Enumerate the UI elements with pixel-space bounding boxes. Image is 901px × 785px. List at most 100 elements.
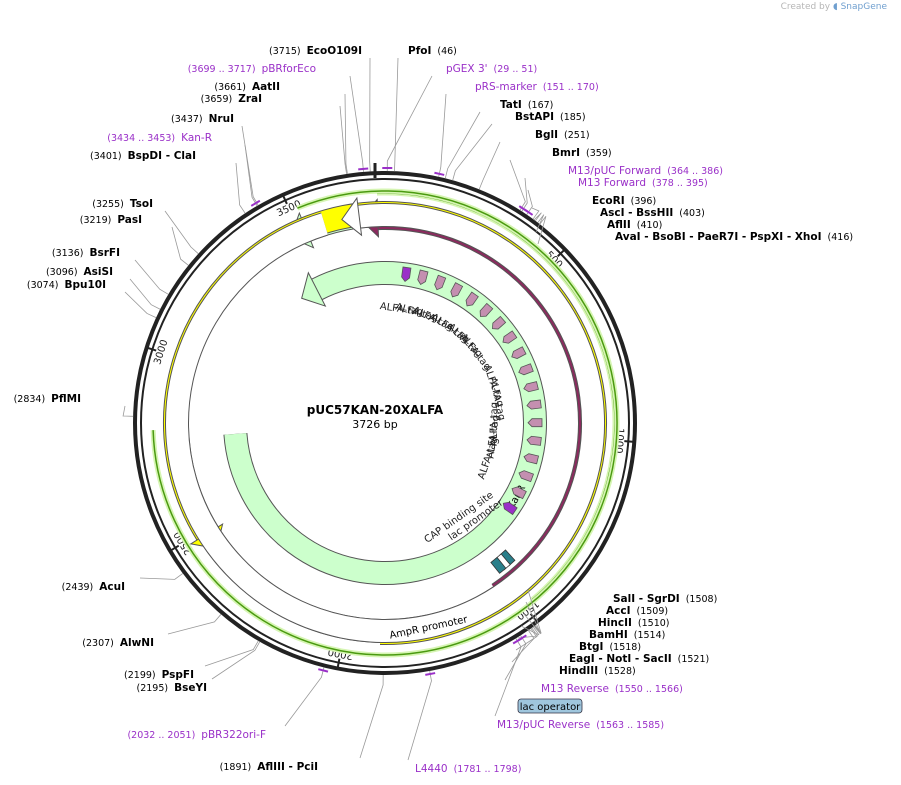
leader-line-sites_right-16 bbox=[520, 625, 540, 636]
site-coords: (396) bbox=[631, 196, 657, 207]
site-label-sites_right-15: HincII(1510) bbox=[598, 617, 670, 629]
tick-mark-2000 bbox=[336, 658, 341, 669]
leader-line-sites_right-19 bbox=[511, 630, 535, 663]
site-name: AccI bbox=[606, 605, 630, 617]
leader-line-sites_right-9 bbox=[531, 207, 540, 220]
site-coords: (29 .. 51) bbox=[494, 64, 538, 75]
site-label-layer: EcoO109I(3715)pBRforEco(3699 .. 3717)Aat… bbox=[14, 45, 854, 775]
site-coords: (2307) bbox=[82, 638, 114, 649]
primer-mark-sites_right-2 bbox=[434, 171, 445, 176]
site-label-sites_right-1: pGEX 3'(29 .. 51) bbox=[446, 63, 537, 75]
site-name: EcoRI bbox=[592, 195, 625, 207]
site-label-sites_left-9: BsrFI(3136) bbox=[52, 247, 120, 259]
leader-line-sites_left-17 bbox=[284, 667, 325, 727]
leader-line-sites_left-16 bbox=[211, 641, 261, 680]
site-coords: (1514) bbox=[634, 630, 666, 641]
site-coords: (3401) bbox=[90, 151, 122, 162]
site-coords: (3715) bbox=[269, 46, 301, 57]
alfa-tag-label-10: ALFA-tag bbox=[476, 436, 501, 481]
site-label-sites_right-10: AscI - BssHII(403) bbox=[600, 207, 705, 219]
lac-operator-box bbox=[517, 698, 583, 714]
leader-line-sites_left-15 bbox=[204, 640, 259, 667]
lac-operator-badge: lac operator bbox=[517, 698, 583, 714]
leader-line-sites_right-2 bbox=[438, 93, 447, 177]
site-name: Bpu10I bbox=[64, 279, 106, 291]
site-name: PflMI bbox=[51, 393, 81, 405]
site-coords: (1563 .. 1585) bbox=[596, 720, 664, 731]
site-label-sites_right-12: AvaI - BsoBI - PaeR7I - PspXI - XhoI(416… bbox=[615, 231, 853, 243]
site-label-sites_right-19: HindIII(1528) bbox=[559, 665, 636, 677]
site-name: L4440 bbox=[415, 763, 448, 775]
leader-line-sites_right-15 bbox=[523, 613, 541, 635]
primer-mark-sites_right-22 bbox=[425, 672, 436, 676]
site-label-sites_right-6: BmrI (359) bbox=[552, 147, 612, 159]
site-name: AflIII - PciI bbox=[257, 761, 318, 773]
lac-operator-label: lac operator bbox=[520, 702, 581, 713]
leader-line-sites_right-21 bbox=[494, 638, 522, 717]
site-name: PfoI bbox=[408, 45, 431, 57]
leader-line-sites_right-18 bbox=[515, 628, 538, 651]
alfa-tag-marker-17 bbox=[502, 501, 518, 516]
leader-line-sites_left-7 bbox=[164, 210, 199, 255]
site-coords: (1550 .. 1566) bbox=[615, 684, 683, 695]
site-coords: (2834) bbox=[14, 394, 46, 405]
alfa-tag-marker-10 bbox=[523, 381, 539, 393]
site-name: BglI bbox=[535, 129, 558, 141]
site-label-sites_right-16: BamHI(1514) bbox=[589, 629, 665, 641]
primer-mark-sites_right-21 bbox=[512, 637, 523, 645]
site-name: pRS-marker bbox=[475, 81, 538, 93]
site-name: BseYI bbox=[174, 682, 207, 694]
site-label-sites_right-17: BtgI(1518) bbox=[579, 641, 641, 653]
site-name: AcuI bbox=[99, 581, 125, 593]
alfa-tag-marker-3 bbox=[450, 282, 464, 298]
credit-brand: SnapGene bbox=[840, 2, 887, 12]
site-label-sites_right-21: M13/pUC Reverse(1563 .. 1585) bbox=[497, 719, 664, 731]
site-name: BmrI bbox=[552, 147, 580, 159]
leader-line-sites_left-2 bbox=[344, 93, 348, 174]
site-name: pBRforEco bbox=[262, 63, 316, 75]
backbone-outer-ring bbox=[133, 171, 637, 675]
site-name: PasI bbox=[117, 214, 142, 226]
site-name: AvaI - BsoBI - PaeR7I - PspXI - XhoI bbox=[615, 231, 822, 243]
leader-line-sites_left-8 bbox=[171, 226, 189, 266]
site-coords: (3434 .. 3453) bbox=[107, 133, 175, 144]
site-label-sites_left-15: PspFI(2199) bbox=[124, 669, 194, 681]
site-name: AatII bbox=[252, 81, 280, 93]
site-coords: (3699 .. 3717) bbox=[188, 64, 256, 75]
site-label-sites_right-9: EcoRI (396) bbox=[592, 195, 656, 207]
site-name: pBR322ori-F bbox=[201, 729, 266, 741]
site-coords: (151 .. 170) bbox=[543, 82, 599, 93]
site-label-sites_right-5: BglI(251) bbox=[535, 129, 590, 141]
site-label-sites_right-13: SalI - SgrDI(1508) bbox=[613, 593, 717, 605]
leader-line-sites_left-1 bbox=[349, 75, 364, 172]
plasmid-center-label: pUC57KAN-20XALFA 3726 bp bbox=[307, 403, 444, 431]
feature-arrowhead-4 bbox=[341, 196, 363, 237]
credit-prefix: Created by bbox=[780, 2, 831, 12]
site-coords: (359) bbox=[586, 148, 612, 159]
site-coords: (46) bbox=[437, 46, 457, 57]
site-name: AsiSI bbox=[84, 266, 113, 278]
backbone-inner-ring bbox=[140, 178, 630, 668]
plasmid-name: pUC57KAN-20XALFA bbox=[307, 403, 444, 417]
site-coords: (1521) bbox=[678, 654, 710, 665]
leader-line-sites_right-0 bbox=[394, 57, 399, 172]
leader-line-sites_left-4 bbox=[241, 125, 259, 206]
site-coords: (410) bbox=[637, 220, 663, 231]
plasmid-size: 3726 bp bbox=[352, 418, 397, 431]
snapgene-credit: Created by ◖ SnapGene bbox=[781, 2, 887, 12]
alfa-tag-marker-8 bbox=[511, 346, 527, 359]
site-coords: (3255) bbox=[92, 199, 124, 210]
site-name: AlwNI bbox=[120, 637, 154, 649]
site-label-sites_left-4: NruI(3437) bbox=[171, 113, 234, 125]
site-coords: (1509) bbox=[636, 606, 668, 617]
site-name: BstAPI bbox=[515, 111, 554, 123]
tick-mark-1000 bbox=[624, 440, 635, 443]
leader-line-sites_right-13 bbox=[527, 589, 542, 634]
site-coords: (2439) bbox=[62, 582, 94, 593]
leader-line-sites_right-1 bbox=[386, 75, 433, 172]
orf-line-1 bbox=[152, 190, 618, 656]
primer-mark-sites_left-17 bbox=[318, 668, 329, 673]
site-name: SalI - SgrDI bbox=[613, 593, 680, 605]
site-name: HincII bbox=[598, 617, 632, 629]
